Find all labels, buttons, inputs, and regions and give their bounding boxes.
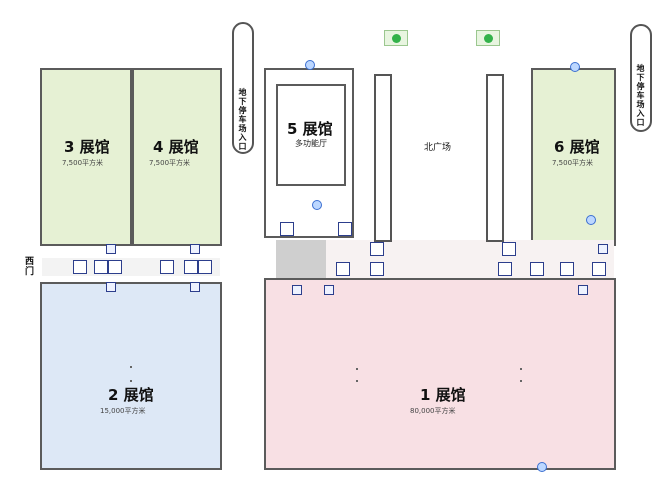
hall-6-name: 6 展馆 <box>554 138 600 156</box>
restroom-icon <box>292 285 302 295</box>
facility-icon <box>370 242 384 256</box>
entrance-icon <box>305 60 315 70</box>
parking-entrance-right[interactable] <box>630 24 652 132</box>
facility-icon <box>530 262 544 276</box>
hall-6-area: 7,500平方米 <box>552 159 594 167</box>
hall-5-area: 多功能厅 <box>295 139 327 148</box>
column-marker <box>356 368 358 370</box>
restroom-icon <box>106 244 116 254</box>
entrance-icon <box>586 215 596 225</box>
entrance-icon <box>537 462 547 472</box>
corridor-gray-block <box>276 240 326 278</box>
hall-6[interactable] <box>531 68 616 246</box>
entrance-icon <box>570 62 580 72</box>
hall-3-area: 7,500平方米 <box>62 159 104 167</box>
facility-icon <box>592 262 606 276</box>
facility-icon <box>560 262 574 276</box>
hall-3[interactable] <box>40 68 132 246</box>
restroom-icon <box>190 244 200 254</box>
facility-icon <box>336 262 350 276</box>
restroom-icon <box>578 285 588 295</box>
hall-3-name: 3 展馆 <box>64 138 110 156</box>
facility-icon <box>73 260 87 274</box>
restroom-icon <box>598 244 608 254</box>
hall-5-inner <box>276 84 346 186</box>
exit-sign-left <box>384 30 408 46</box>
column-marker <box>520 368 522 370</box>
north-plaza-label: 北广场 <box>424 143 452 153</box>
exit-sign-right <box>476 30 500 46</box>
hall-4-name: 4 展馆 <box>153 138 199 156</box>
restroom-icon <box>324 285 334 295</box>
west-gate-label: 西门 <box>23 256 33 276</box>
facility-icon <box>198 260 212 274</box>
hall-2-name: 2 展馆 <box>108 386 154 404</box>
hall-4-area: 7,500平方米 <box>149 159 191 167</box>
column-marker <box>130 380 132 382</box>
plaza-pillar-left <box>374 74 392 242</box>
facility-icon <box>502 242 516 256</box>
column-marker <box>356 380 358 382</box>
hall-1[interactable] <box>264 278 616 470</box>
facility-icon <box>108 260 122 274</box>
column-marker <box>130 366 132 368</box>
column-marker <box>520 380 522 382</box>
facility-icon <box>94 260 108 274</box>
facility-icon <box>184 260 198 274</box>
hall-4[interactable] <box>132 68 222 246</box>
plaza-pillar-right <box>486 74 504 242</box>
parking-entrance-right-label: 地下停车场入口 <box>636 64 645 127</box>
hall-1-name: 1 展馆 <box>420 386 466 404</box>
hall-5-name: 5 展馆 <box>287 120 333 138</box>
facility-icon <box>338 222 352 236</box>
facility-icon <box>498 262 512 276</box>
parking-entrance-left-label: 地下停车场入口 <box>238 88 247 151</box>
entrance-icon <box>312 200 322 210</box>
restroom-icon <box>190 282 200 292</box>
facility-icon <box>160 260 174 274</box>
facility-icon <box>280 222 294 236</box>
hall-2-area: 15,000平方米 <box>100 407 146 415</box>
facility-icon <box>370 262 384 276</box>
parking-entrance-left[interactable] <box>232 22 254 154</box>
hall-1-area: 80,000平方米 <box>410 407 456 415</box>
restroom-icon <box>106 282 116 292</box>
hall-2[interactable] <box>40 282 222 470</box>
